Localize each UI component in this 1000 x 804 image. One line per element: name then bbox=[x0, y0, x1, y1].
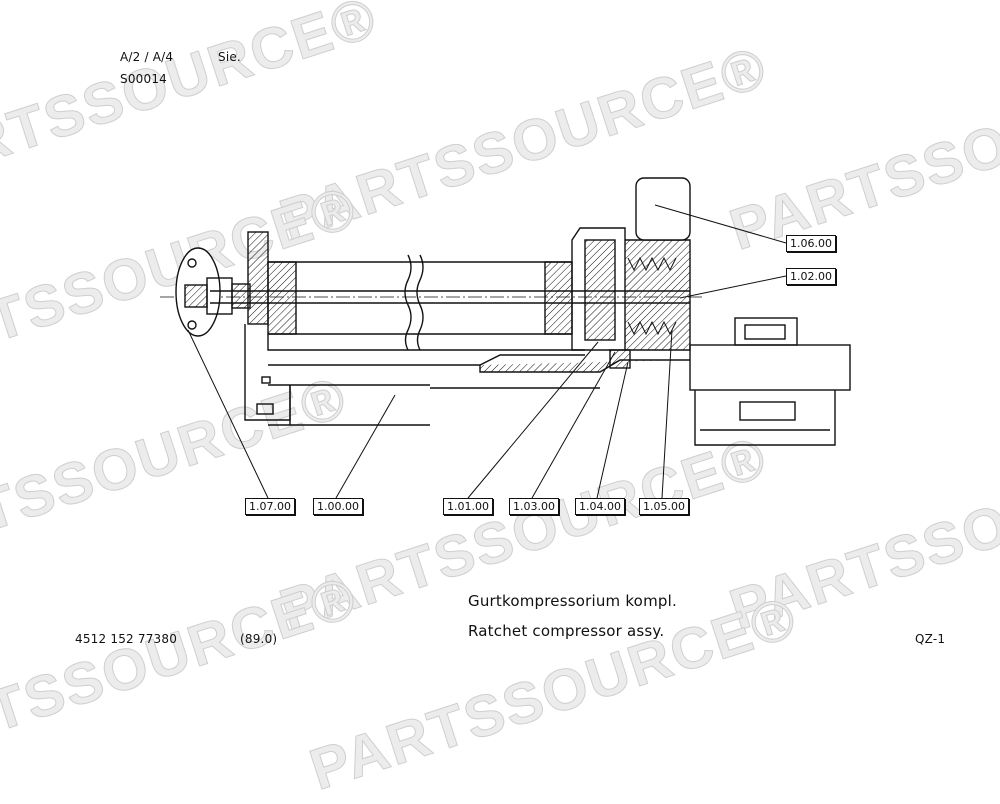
mounting-rail bbox=[689, 317, 851, 446]
ratchet-housing bbox=[571, 177, 691, 369]
callout-1-06-00: 1.06.00 bbox=[786, 235, 836, 252]
knob bbox=[175, 247, 251, 337]
callout-1-02-00: 1.02.00 bbox=[786, 268, 836, 285]
leader-lines bbox=[187, 204, 787, 499]
left-flange bbox=[244, 231, 291, 421]
callout-1-03-00: 1.03.00 bbox=[509, 498, 559, 515]
sheet-format: A/2 / A/4 bbox=[120, 50, 174, 64]
language-code: Sie. bbox=[218, 50, 241, 64]
callout-1-00-00: 1.00.00 bbox=[313, 498, 363, 515]
callout-1-04-00: 1.04.00 bbox=[575, 498, 625, 515]
revision: (89.0) bbox=[240, 632, 278, 646]
page-code: QZ-1 bbox=[915, 632, 946, 646]
tube bbox=[267, 254, 573, 351]
callout-1-07-00: 1.07.00 bbox=[245, 498, 295, 515]
title-german: Gurtkompressorium kompl. bbox=[468, 592, 677, 610]
callout-1-05-00: 1.05.00 bbox=[639, 498, 689, 515]
drawing-code: S00014 bbox=[120, 72, 167, 86]
callout-1-01-00: 1.01.00 bbox=[443, 498, 493, 515]
lower-body bbox=[267, 334, 690, 426]
assembly-drawing bbox=[160, 177, 851, 499]
part-number: 4512 152 77380 bbox=[75, 632, 178, 646]
title-english: Ratchet compressor assy. bbox=[468, 622, 665, 640]
